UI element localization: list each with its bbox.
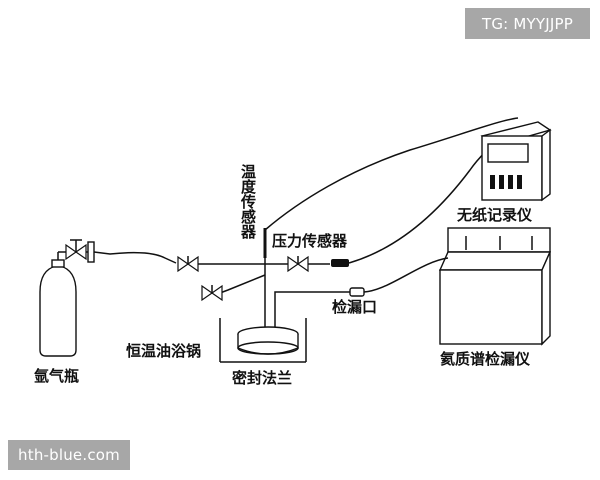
sealed-flange (237, 326, 299, 355)
pressure-sensor-label: 压力传感器 (272, 232, 348, 250)
watermark-top: TG: MYYJJPP (465, 8, 590, 39)
argon-cylinder (39, 252, 77, 357)
helium-leak-detector-label: 氦质谱检漏仪 (440, 350, 531, 368)
argon-cylinder-label: 氩气瓶 (34, 367, 79, 385)
temperature-sensor-cable (264, 117, 519, 231)
pressure-sensor-body (331, 259, 349, 267)
cylinder-valve (58, 239, 95, 263)
pressure-sensor-valve (285, 255, 330, 273)
supply-pipe (93, 251, 177, 264)
oil-bath (219, 318, 307, 363)
sealed-flange-label: 密封法兰 (232, 369, 292, 387)
inline-valve-2 (201, 284, 223, 302)
leak-port (274, 257, 449, 330)
leak-port-label: 检漏口 (332, 298, 377, 316)
branch-pipe (219, 274, 266, 294)
paperless-recorder-label: 无纸记录仪 (456, 206, 533, 224)
helium-leak-detector (438, 227, 552, 346)
oil-bath-label: 恒温油浴锅 (126, 342, 201, 360)
inline-valve-1 (177, 255, 199, 273)
paperless-recorder (480, 121, 552, 202)
watermark-bottom: hth-blue.com (8, 440, 130, 470)
temperature-sensor-label: 温度传感器 (239, 164, 257, 240)
